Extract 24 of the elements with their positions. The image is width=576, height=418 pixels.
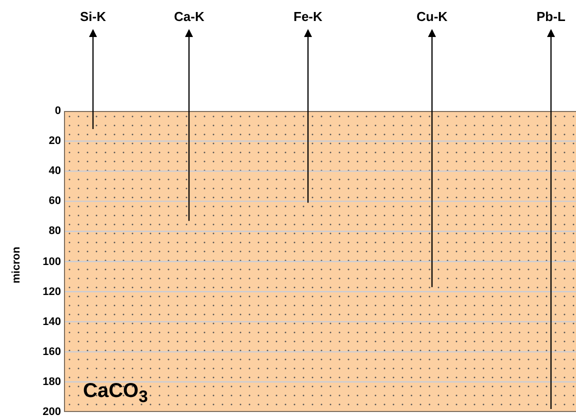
axis-tick-label: 20 [48, 135, 61, 148]
sample-layer [64, 111, 576, 412]
axis-tick-label: 80 [48, 225, 61, 238]
axis-tick-label: 100 [42, 256, 61, 268]
emission-line-label: Ca-K [174, 9, 204, 24]
axis-tick-label: 0 [54, 105, 61, 117]
arrow [89, 29, 97, 130]
axis-tick-label: 140 [42, 316, 61, 328]
material-label: CaCO$_{3}$ [83, 380, 148, 407]
emission-line-label: Cu-K [416, 9, 448, 24]
arrow [547, 29, 555, 409]
axis-tick-label: 180 [42, 376, 61, 388]
emission-line-label: Fe-K [294, 9, 322, 24]
arrow [304, 29, 312, 203]
arrow [185, 29, 193, 221]
axis-tick-label: 160 [42, 346, 61, 358]
emission-line-label: Si-K [80, 9, 106, 24]
axis-tick-label: 120 [42, 286, 61, 298]
emission-line-label: Pb-L [536, 9, 566, 24]
axis-tick-label: 40 [48, 165, 61, 178]
axis-title: micron [10, 246, 22, 284]
arrow [428, 29, 436, 288]
axis-tick-label: 60 [48, 195, 61, 208]
axis-tick-label: 200 [42, 406, 61, 418]
